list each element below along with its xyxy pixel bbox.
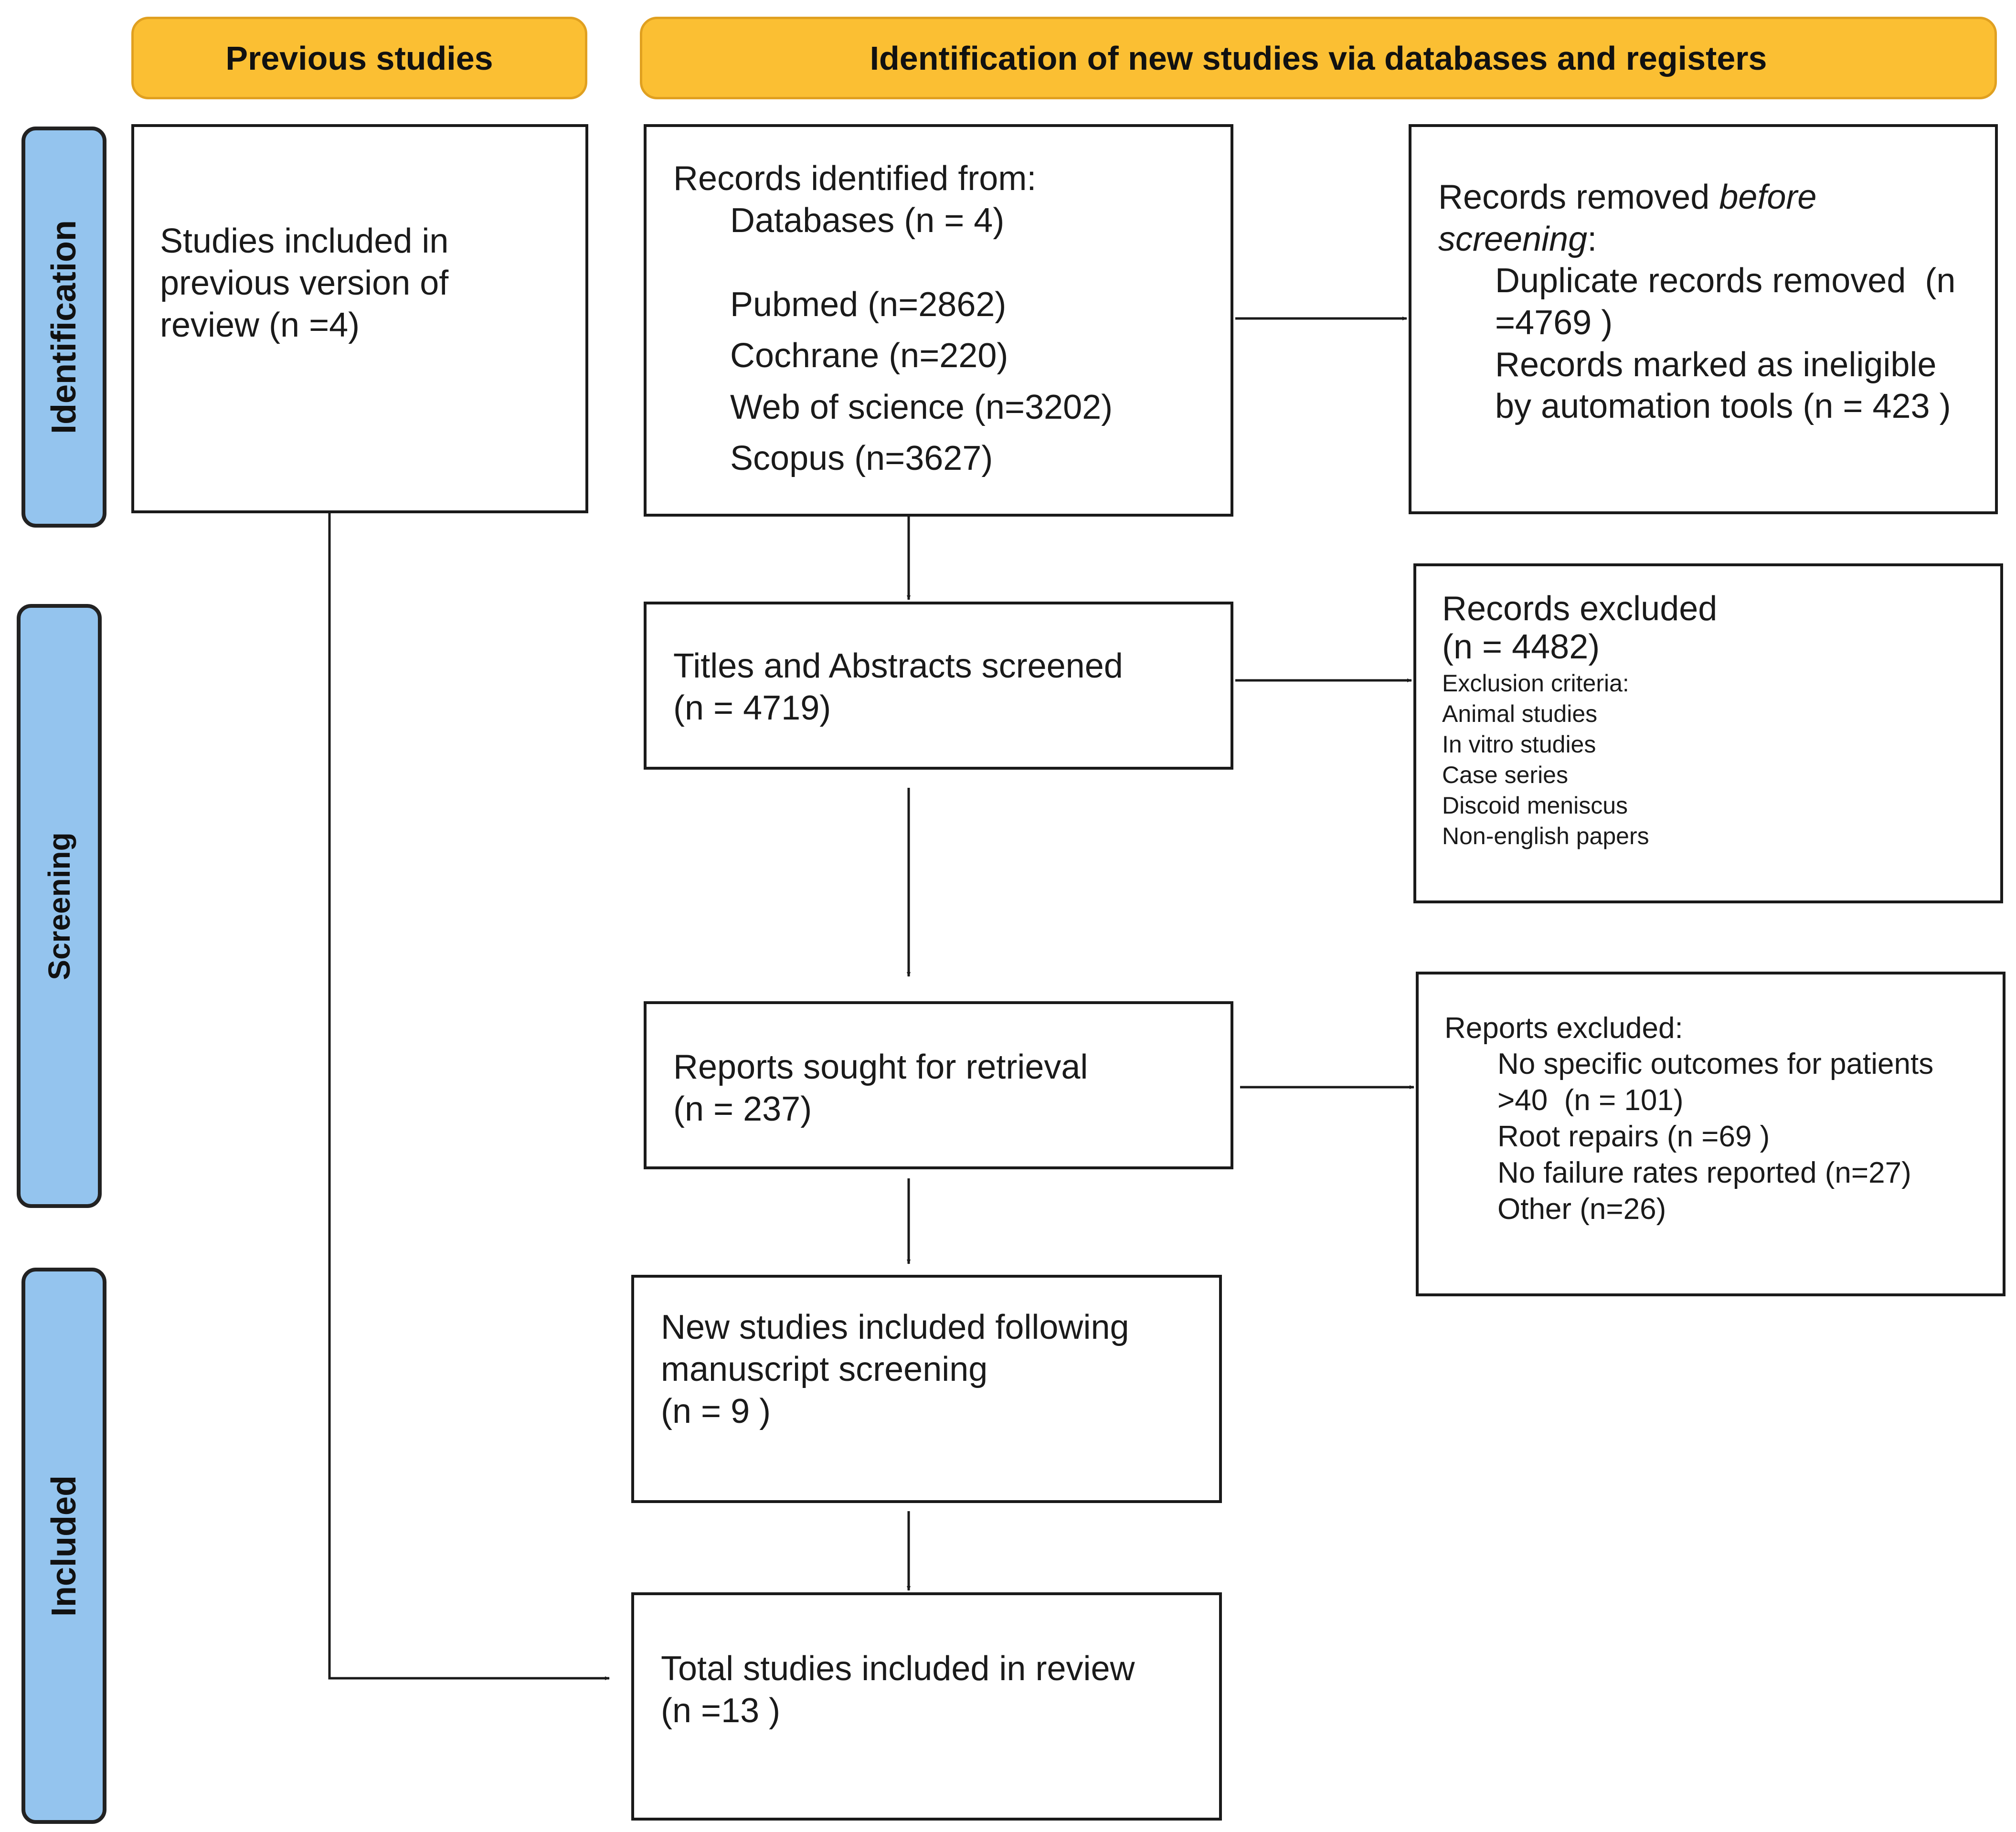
reports-excluded-item: >40 (n = 101) xyxy=(1497,1084,1684,1117)
identification-header-label: Identification of new studies via databa… xyxy=(870,39,1767,77)
new-studies-line-3: (n = 9 ) xyxy=(661,1392,771,1430)
titles-screened-box: Titles and Abstracts screened (n = 4719) xyxy=(644,602,1233,770)
phase-screening: Screening xyxy=(17,604,102,1208)
exclusion-criterion: Discoid meniscus xyxy=(1442,792,1628,819)
duplicates-line-2: =4769 ) xyxy=(1495,304,1613,342)
exclusion-criterion: Animal studies xyxy=(1442,700,1598,727)
total-studies-box: Total studies included in review (n =13 … xyxy=(631,1592,1222,1821)
duplicates-line-1: Duplicate records removed (n xyxy=(1495,262,1956,300)
previous-line-3: review (n =4) xyxy=(160,306,360,344)
automation-line-1: Records marked as ineligible xyxy=(1495,346,1937,384)
records-pubmed: Pubmed (n=2862) xyxy=(730,286,1007,324)
records-removed-box: Records removed before screening: Duplic… xyxy=(1409,124,1998,514)
phase-identification: Identification xyxy=(21,127,106,528)
titles-screened-line-2: (n = 4719) xyxy=(673,689,831,727)
reports-excluded-item: No specific outcomes for patients xyxy=(1497,1048,1934,1080)
new-studies-line-1: New studies included following xyxy=(661,1308,1129,1346)
phase-included: Included xyxy=(21,1268,106,1824)
records-scopus: Scopus (n=3627) xyxy=(730,439,993,477)
previous-version-box: Studies included in previous version of … xyxy=(131,124,588,513)
records-identified-heading: Records identified from: xyxy=(673,159,1037,198)
records-removed-line-2: screening: xyxy=(1438,220,1597,258)
previous-studies-header-label: Previous studies xyxy=(225,39,493,77)
new-studies-box: New studies included following manuscrip… xyxy=(631,1275,1222,1503)
previous-line-1: Studies included in xyxy=(160,222,449,260)
reports-excluded-box: Reports excluded: No specific outcomes f… xyxy=(1416,972,2005,1296)
reports-excluded-item: Root repairs (n =69 ) xyxy=(1497,1120,1770,1153)
exclusion-criterion: Case series xyxy=(1442,762,1568,788)
records-web-of-science: Web of science (n=3202) xyxy=(730,388,1113,426)
exclusion-criterion: In vitro studies xyxy=(1442,731,1596,758)
identification-header: Identification of new studies via databa… xyxy=(640,17,1997,99)
arrow-previous-to-total xyxy=(328,513,610,1680)
records-removed-line-1: Records removed before xyxy=(1438,178,1817,216)
reports-sought-box: Reports sought for retrieval (n = 237) xyxy=(644,1001,1233,1169)
reports-excluded-item: Other (n=26) xyxy=(1497,1193,1666,1226)
reports-excluded-item: No failure rates reported (n=27) xyxy=(1497,1156,1911,1189)
records-cochrane: Cochrane (n=220) xyxy=(730,337,1008,375)
new-studies-line-2: manuscript screening xyxy=(661,1350,988,1388)
records-excluded-line-2: (n = 4482) xyxy=(1442,628,1600,666)
exclusion-criterion: Non-english papers xyxy=(1442,823,1649,849)
records-databases: Databases (n = 4) xyxy=(730,201,1005,240)
reports-sought-line-1: Reports sought for retrieval xyxy=(673,1048,1088,1086)
records-excluded-line-1: Records excluded xyxy=(1442,590,1718,628)
reports-sought-line-2: (n = 237) xyxy=(673,1090,812,1128)
titles-screened-line-1: Titles and Abstracts screened xyxy=(673,647,1123,685)
total-studies-line-1: Total studies included in review xyxy=(661,1650,1135,1688)
automation-line-2: by automation tools (n = 423 ) xyxy=(1495,387,1951,425)
previous-studies-header: Previous studies xyxy=(131,17,587,99)
exclusion-criteria-heading: Exclusion criteria: xyxy=(1442,670,1629,697)
reports-excluded-heading: Reports excluded: xyxy=(1444,1012,1683,1045)
total-studies-line-2: (n =13 ) xyxy=(661,1692,781,1730)
records-excluded-box: Records excluded (n = 4482) Exclusion cr… xyxy=(1413,563,2003,903)
records-identified-box: Records identified from: Databases (n = … xyxy=(644,124,1233,517)
previous-line-2: previous version of xyxy=(160,264,449,302)
